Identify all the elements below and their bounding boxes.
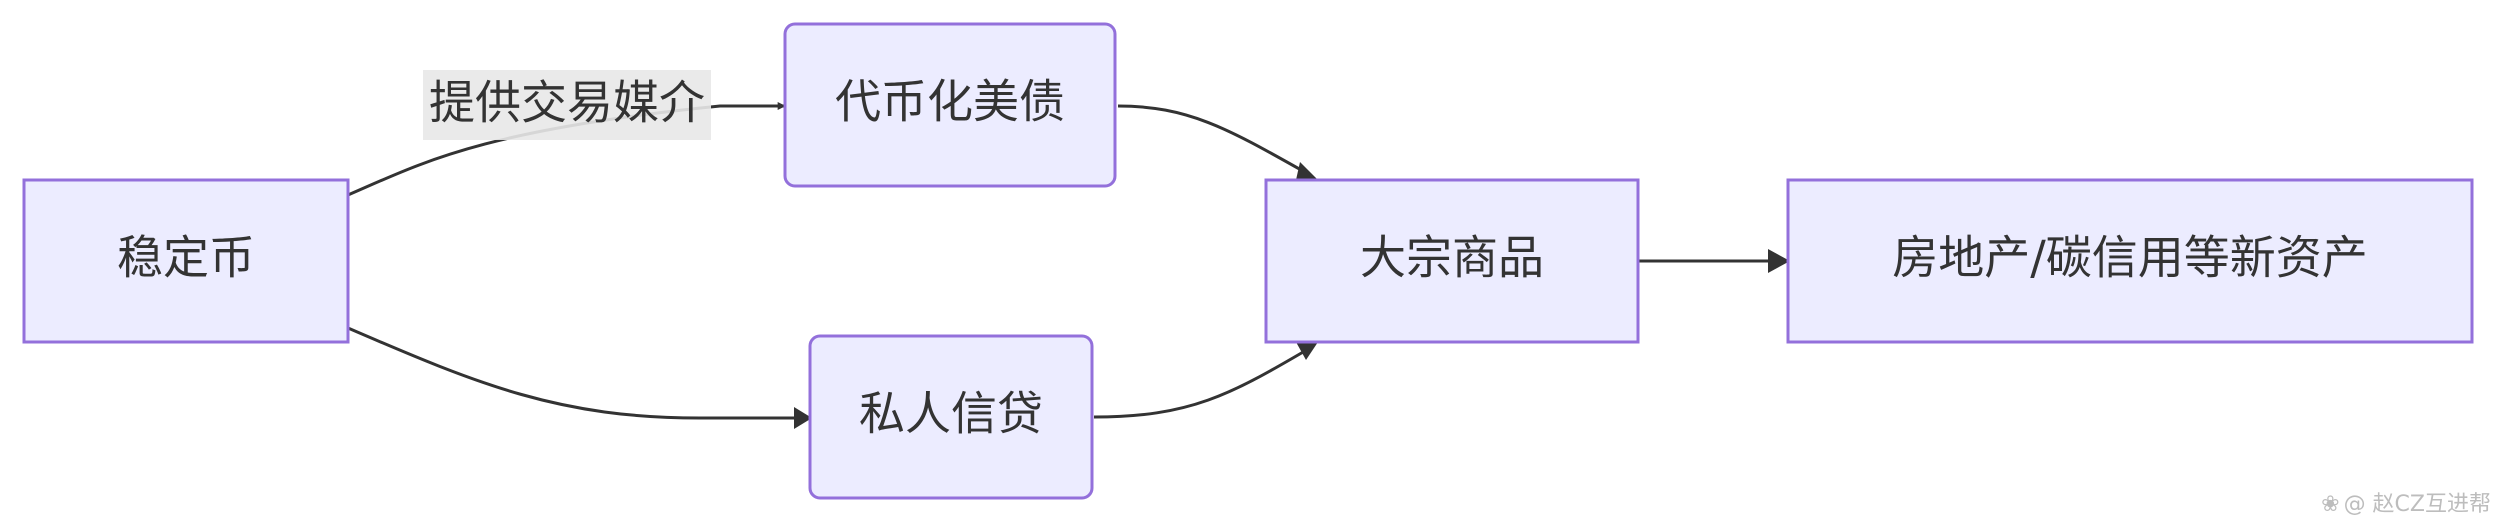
node-new-assets-label: 房地产/碳信用等新资产 <box>1892 231 2368 285</box>
node-commodities-label: 大宗商品 <box>1360 231 1544 285</box>
edge-stablecoin-to-private-credit <box>347 326 808 420</box>
node-stablecoin-label: 稳定币 <box>117 231 255 285</box>
edge-commodities-to-new-assets-arrow <box>1768 249 1790 273</box>
watermark: ❀@ 赵CZ互进帮 <box>2321 486 2491 518</box>
edge-private-credit-to-commodities <box>1093 346 1311 419</box>
edge-stablecoin-to-private-credit-arrow <box>794 407 812 429</box>
node-new-assets: 房地产/碳信用等新资产 <box>1786 178 2474 344</box>
node-tokenized-treasury: 代币化美债 <box>783 22 1117 188</box>
watermark-text: @ 赵CZ互进帮 <box>2343 492 2491 517</box>
node-private-credit: 私人信贷 <box>808 334 1094 500</box>
edge-label-provide-medium-of-exchange: 提供交易媒介 <box>429 76 705 130</box>
paw-icon: ❀ <box>2321 492 2340 517</box>
node-tokenized-treasury-label: 代币化美债 <box>835 75 1065 129</box>
edge-tokenized-treasury-to-commodities-arrow <box>1296 162 1318 180</box>
edge-label-background <box>423 70 711 140</box>
edge-tokenized-treasury-to-commodities <box>1117 104 1311 177</box>
edge-private-credit-to-commodities-arrow <box>1296 342 1318 360</box>
node-private-credit-label: 私人信贷 <box>859 387 1043 441</box>
node-commodities: 大宗商品 <box>1264 178 1640 344</box>
node-stablecoin: 稳定币 <box>22 178 350 344</box>
